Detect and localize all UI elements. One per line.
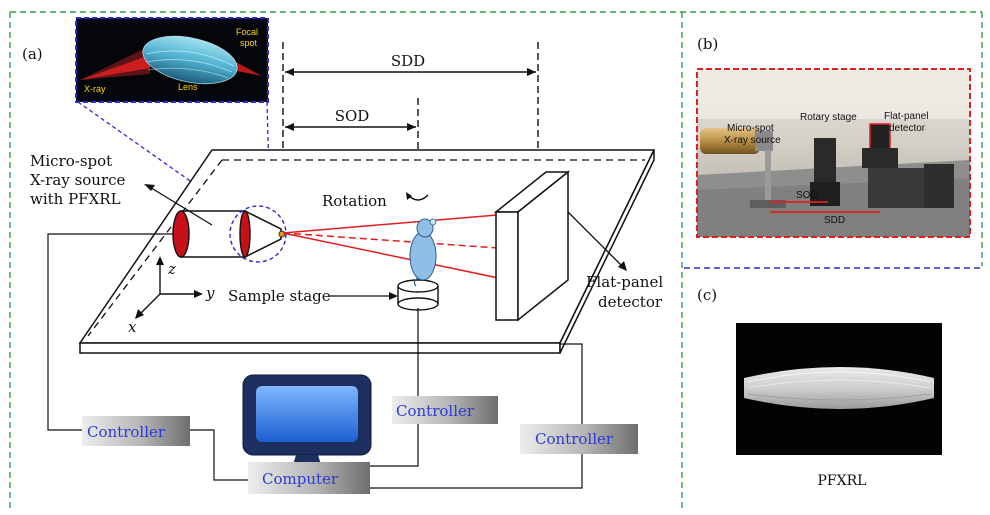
lens-inset-image: X-ray Lens Focal spot: [75, 17, 269, 103]
photo-b-rotary-label: Rotary stage: [800, 112, 857, 123]
inset-focal-label-1: Focal: [236, 27, 258, 37]
detector-label-1: Flat-panel: [586, 273, 663, 291]
inset-lens-label: Lens: [178, 82, 198, 92]
photo-b-source-label-1: Micro-spot: [727, 123, 774, 134]
controller-right-box: Controller: [520, 424, 638, 454]
controller-mid-box: Controller: [392, 396, 498, 424]
source-label-1: Micro-spot: [30, 152, 112, 170]
photo-b-source-label-2: X-ray source: [724, 135, 781, 146]
photo-b-sod-label: SOD: [796, 190, 818, 201]
mouse-specimen: [409, 218, 437, 287]
detector-pointer-arrow: [567, 211, 627, 271]
photo-b-detector-label-2: detector: [889, 123, 926, 134]
controller-right-label: Controller: [535, 430, 614, 448]
inset-xray-label: X-ray: [84, 84, 106, 94]
sample-stage-label: Sample stage: [228, 287, 331, 305]
coordinate-axes: [135, 256, 203, 319]
inset-focal-label-2: spot: [240, 38, 258, 48]
controller-left-label: Controller: [87, 423, 166, 441]
rotation-label: Rotation: [322, 192, 387, 210]
sample-stage-arrow: [330, 292, 398, 300]
source-label-2: X-ray source: [30, 171, 126, 189]
wiring: [47, 233, 583, 489]
sample-stage: [397, 279, 439, 311]
pfxrl-lens-photo: [736, 323, 942, 455]
pfxrl-caption: PFXRL: [818, 473, 867, 489]
photo-b-detector-label-1: Flat-panel: [884, 111, 928, 122]
lab-setup-photo: [696, 68, 971, 238]
panel-c-label: (c): [697, 286, 717, 304]
computer-label: Computer: [262, 470, 339, 488]
photo-b-sdd-label: SDD: [824, 215, 845, 226]
axis-y-label: y: [205, 284, 215, 302]
flat-panel-detector: [493, 170, 571, 322]
controller-mid-label: Controller: [396, 402, 475, 420]
axis-x-label: x: [128, 318, 137, 336]
sod-label: SOD: [335, 107, 370, 125]
panel-frames: [9, 11, 983, 512]
computer-box: Computer: [248, 462, 370, 494]
source-pointer-arrow: [144, 184, 213, 226]
computer-monitor: [242, 374, 372, 474]
detector-label-2: detector: [598, 293, 663, 311]
xray-source: [172, 205, 287, 263]
axis-z-label: z: [167, 260, 176, 278]
panel-a-label: (a): [22, 45, 43, 63]
source-label-3: with PFXRL: [30, 190, 121, 208]
controller-left-box: Controller: [82, 416, 190, 446]
rotation-indicator: [406, 192, 429, 201]
sdd-label: SDD: [391, 52, 425, 70]
panel-b-label: (b): [697, 35, 718, 53]
